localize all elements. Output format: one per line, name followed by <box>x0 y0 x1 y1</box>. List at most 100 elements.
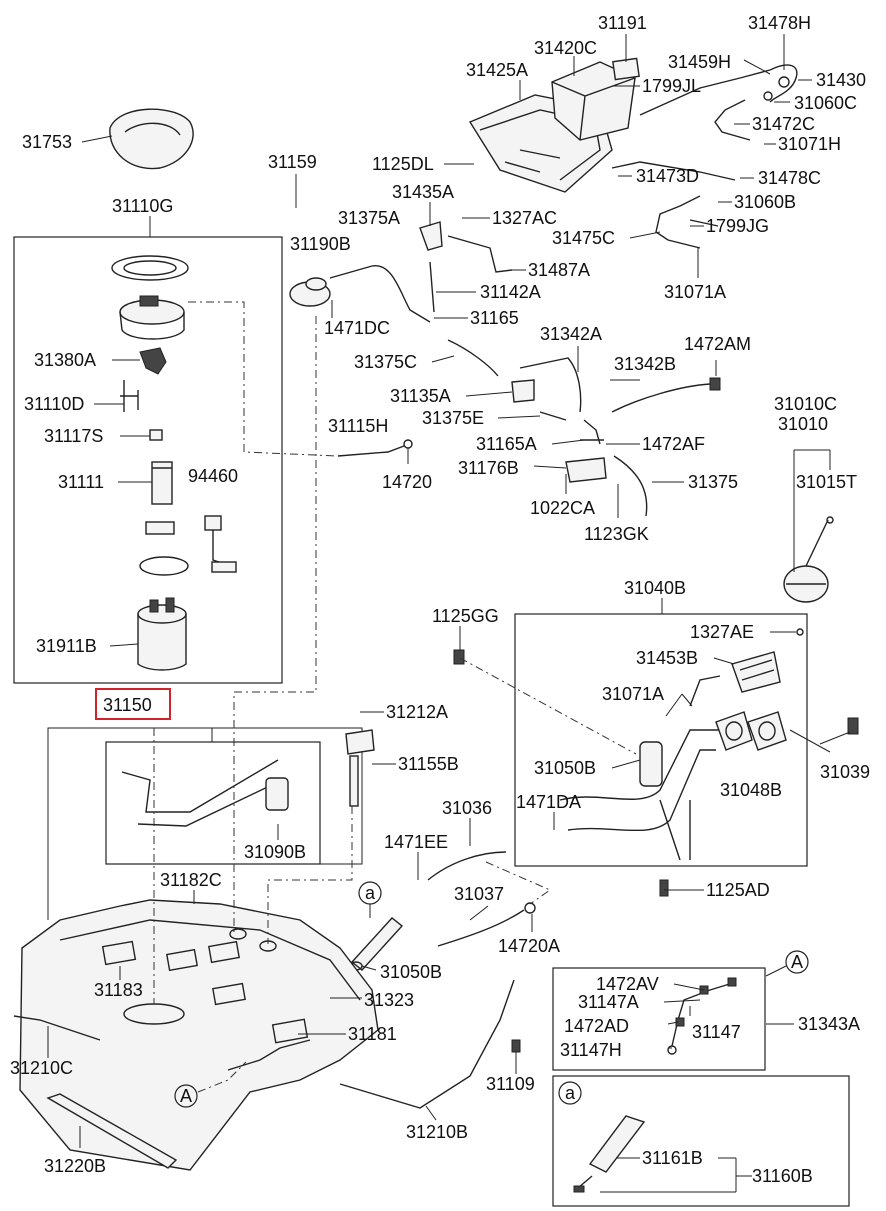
label-31071A-mid: 31071A <box>602 684 664 704</box>
label-31015T: 31015T <box>796 472 857 492</box>
label-31050B-bot: 31050B <box>380 962 442 982</box>
label-31147A: 31147A <box>578 992 639 1012</box>
bracket-31435A <box>419 221 443 251</box>
bolt-31109 <box>511 1039 521 1053</box>
dashed-link-valve-to-tank <box>233 316 317 932</box>
label-31911B: 31911B <box>36 636 97 656</box>
dashed-link-hose-31037 <box>485 861 552 905</box>
label-31182C: 31182C <box>160 870 222 890</box>
label-31147H: 31147H <box>560 1040 622 1060</box>
vent-hose-assembly-box <box>552 967 766 1071</box>
label-31040B: 31040B <box>624 578 686 598</box>
filler-gasket-31048B <box>715 711 787 751</box>
clamp-14720 <box>403 439 413 449</box>
bolt-1125AD <box>659 879 669 897</box>
canister <box>551 61 636 141</box>
label-1125DL: 1125DL <box>372 154 434 174</box>
label-31150: 31150 <box>103 695 152 715</box>
label-1799JL: 1799JL <box>642 76 701 96</box>
label-31342B: 31342B <box>614 354 676 374</box>
label-31050B-top: 31050B <box>534 758 596 778</box>
fuel-sender-tube <box>121 759 289 827</box>
strap-31220B <box>46 1093 178 1169</box>
pump-lock-ring <box>111 255 189 281</box>
label-31183: 31183 <box>94 980 143 1000</box>
label-14720: 14720 <box>382 472 432 492</box>
inset-a-box <box>552 1075 850 1207</box>
dashed-link-A <box>197 1061 247 1093</box>
hose-31375E <box>539 411 567 421</box>
fuel-filter-31911B <box>137 597 187 671</box>
highlight-box-31150 <box>95 688 171 720</box>
label-1471DC: 1471DC <box>324 318 390 338</box>
label-31155B: 31155B <box>398 754 459 774</box>
label-94460: 94460 <box>188 466 238 486</box>
pump-holder <box>145 521 175 535</box>
label-31036: 31036 <box>442 798 492 818</box>
part-labels: 31191 31478H 31420C 31459H 31425A 31430 … <box>10 13 870 1186</box>
inset-filler-tube-31161B <box>573 1115 646 1193</box>
label-31181: 31181 <box>348 1024 397 1044</box>
label-31115H: 31115H <box>328 416 388 436</box>
label-1799JG: 1799JG <box>706 216 769 236</box>
label-31380A: 31380A <box>34 350 96 370</box>
label-31165: 31165 <box>470 308 519 328</box>
label-1123GK: 1123GK <box>584 524 649 544</box>
label-31342A: 31342A <box>540 324 602 344</box>
dashed-link-filler <box>459 657 637 755</box>
label-31343A: 31343A <box>798 1014 860 1034</box>
label-1125AD: 1125AD <box>706 880 770 900</box>
clamp-1472AM <box>709 377 721 391</box>
label-31375A: 31375A <box>338 208 400 228</box>
label-31159: 31159 <box>268 152 317 172</box>
label-31191: 31191 <box>598 13 647 33</box>
hose-31375 <box>613 455 648 517</box>
label-31071H: 31071H <box>778 134 841 154</box>
leader-lines <box>47 34 851 1193</box>
label-31487A: 31487A <box>528 260 590 280</box>
marker-A-inset: A <box>785 950 809 974</box>
bolt-1125GG <box>453 649 465 665</box>
fuel-pump-31111 <box>151 461 173 505</box>
label-31453B: 31453B <box>636 648 698 668</box>
check-valve-31453B <box>731 651 781 693</box>
label-31475C: 31475C <box>552 228 615 248</box>
bolt-31039 <box>847 717 859 735</box>
marker-A-main-text: A <box>180 1086 192 1106</box>
label-31472C: 31472C <box>752 114 815 134</box>
label-1472AF: 1472AF <box>642 434 705 454</box>
hose-31115H <box>337 445 405 457</box>
marker-a-inset: a <box>558 1081 582 1105</box>
fuel-pump-assembly-box <box>13 236 283 684</box>
label-31111: 31111 <box>58 472 104 492</box>
vent-hoses-top <box>611 64 798 249</box>
clamp-14720A <box>524 902 536 914</box>
sender-group-bracket-right <box>212 727 363 865</box>
marker-a-main: a <box>358 881 382 905</box>
dashed-link-sensor-to-tank <box>267 806 353 944</box>
label-31110D: 31110D <box>24 394 84 414</box>
label-31212A: 31212A <box>386 702 448 722</box>
marker-a-main-text: a <box>365 883 376 903</box>
label-31048B: 31048B <box>720 780 782 800</box>
strap-31210B <box>339 979 515 1109</box>
label-1472AM: 1472AM <box>684 334 751 354</box>
label-31473D: 31473D <box>636 166 699 186</box>
label-31323: 31323 <box>364 990 414 1010</box>
label-31425A: 31425A <box>466 60 528 80</box>
pump-flange-plate <box>119 295 185 340</box>
hose-31342A <box>519 357 582 413</box>
sender-group-bracket <box>47 727 213 920</box>
label-31147: 31147 <box>692 1022 741 1042</box>
hose-31036 <box>427 851 507 881</box>
fuel-cap-31010 <box>783 516 834 603</box>
pump-strainer-cap-31117S <box>149 429 163 441</box>
label-31109: 31109 <box>486 1074 535 1094</box>
label-31037: 31037 <box>454 884 504 904</box>
label-31210B: 31210B <box>406 1122 468 1142</box>
label-31142A: 31142A <box>480 282 541 302</box>
label-1471EE: 1471EE <box>384 832 448 852</box>
label-31375: 31375 <box>688 472 738 492</box>
bracket-31176B <box>565 457 607 483</box>
access-cover-31753 <box>109 108 194 170</box>
